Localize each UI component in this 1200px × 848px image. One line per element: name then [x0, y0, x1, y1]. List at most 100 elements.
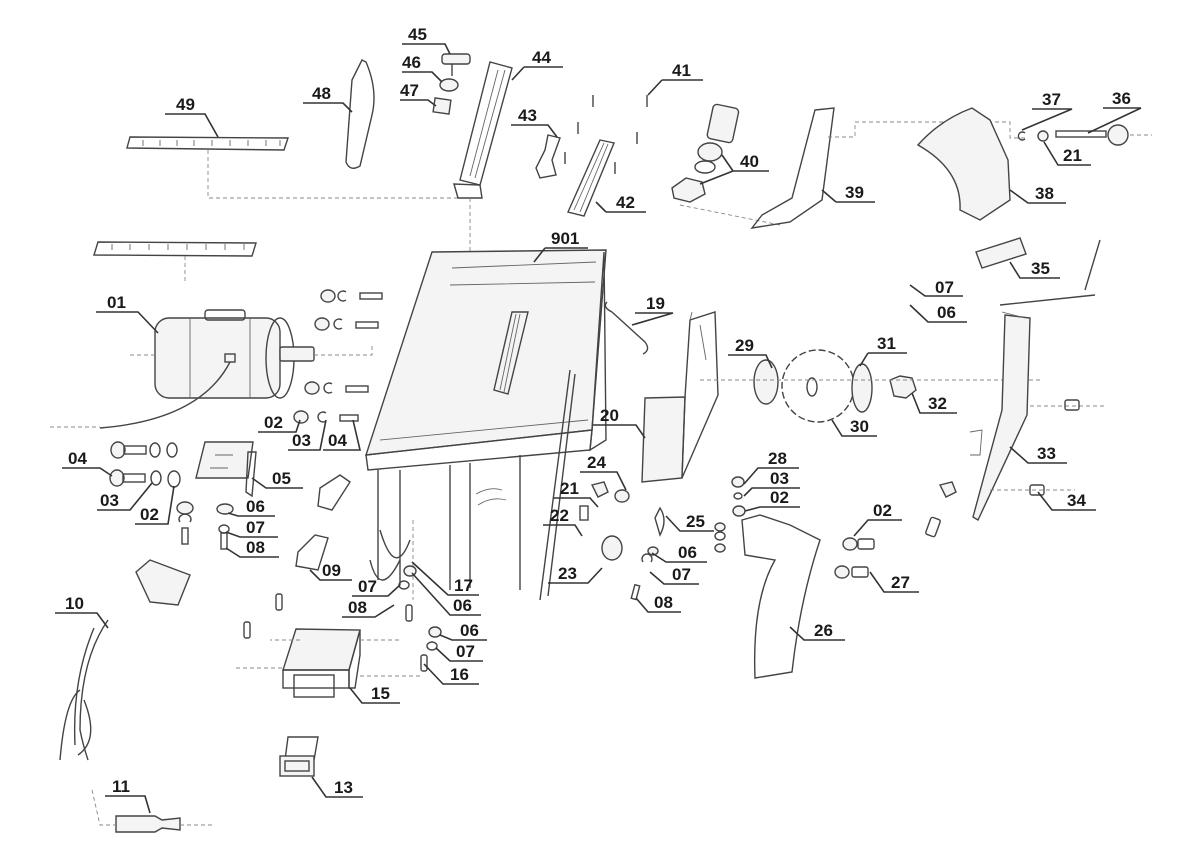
svg-text:17: 17: [454, 576, 473, 595]
callout-48: 48: [303, 84, 353, 113]
motor: [50, 309, 373, 429]
callout-29: 29: [728, 336, 773, 369]
callout-46: 46: [402, 53, 443, 83]
blade-guard: [916, 107, 1011, 221]
callout-39: 39: [821, 183, 875, 203]
svg-text:02: 02: [264, 413, 283, 432]
callout-45: 45: [402, 25, 451, 55]
callout-38: 38: [1009, 184, 1066, 204]
callout-06-left: 06: [227, 497, 275, 517]
svg-text:48: 48: [312, 84, 331, 103]
callout-30: 30: [831, 417, 877, 437]
svg-text:45: 45: [408, 25, 427, 44]
riving-knife: [345, 59, 375, 169]
callout-07-right: 07: [909, 278, 963, 297]
svg-text:06: 06: [453, 596, 472, 615]
svg-text:33: 33: [1037, 444, 1056, 463]
svg-text:07: 07: [246, 518, 265, 537]
svg-text:42: 42: [616, 193, 635, 212]
svg-text:03: 03: [292, 431, 311, 450]
callout-13: 13: [311, 776, 363, 798]
callout-36: 36: [1087, 89, 1142, 134]
callout-06-box1: 06: [411, 572, 481, 616]
svg-text:05: 05: [272, 469, 291, 488]
side-plate: [969, 239, 1105, 521]
svg-text:13: 13: [334, 778, 353, 797]
svg-text:03: 03: [100, 491, 119, 510]
svg-text:19: 19: [646, 294, 665, 313]
svg-text:32: 32: [928, 394, 947, 413]
svg-text:11: 11: [112, 777, 130, 796]
callout-04-motor: 04: [323, 419, 362, 451]
callout-17: 17: [411, 561, 479, 596]
svg-text:28: 28: [768, 449, 787, 468]
callout-05: 05: [251, 469, 303, 489]
callout-37: 37: [1021, 90, 1073, 131]
power-plug-cord: [59, 559, 191, 761]
svg-text:16: 16: [450, 665, 469, 684]
svg-text:901: 901: [551, 229, 579, 248]
blade-carrier: [641, 311, 719, 483]
callout-06-right: 06: [909, 303, 967, 323]
push-stick: [741, 514, 821, 679]
callout-31: 31: [859, 334, 907, 367]
saw-blade-assembly: [700, 349, 1040, 423]
svg-text:04: 04: [68, 449, 87, 468]
blade-guard-lower: [750, 107, 835, 229]
svg-text:27: 27: [891, 573, 910, 592]
callout-32: 32: [911, 392, 957, 414]
callout-02-motor: 02: [258, 413, 301, 433]
callout-06-box2: 06: [439, 621, 487, 641]
svg-text:35: 35: [1031, 259, 1050, 278]
callout-24: 24: [580, 453, 627, 491]
scale-ruler-top: [126, 136, 460, 199]
callout-23: 23: [548, 564, 603, 584]
callouts: 49 48 45 46 47 44 43 41 42 40 39 37 36 2…: [55, 25, 1142, 814]
svg-text:21: 21: [560, 479, 579, 498]
callout-28: 28: [743, 449, 799, 485]
switch-box: [236, 565, 442, 698]
svg-text:31: 31: [877, 334, 896, 353]
svg-text:04: 04: [328, 431, 347, 450]
callout-02-right: 02: [744, 488, 800, 512]
svg-text:39: 39: [845, 183, 864, 202]
svg-text:07: 07: [672, 565, 691, 584]
svg-text:09: 09: [322, 561, 341, 580]
svg-text:07: 07: [358, 577, 377, 596]
callout-33: 33: [1009, 444, 1067, 464]
callout-16: 16: [423, 663, 479, 685]
motor-screw-set: [293, 289, 383, 424]
spring: [604, 301, 649, 355]
fence-guide: [535, 134, 561, 179]
svg-text:29: 29: [735, 336, 754, 355]
callout-21-mid: 21: [553, 479, 599, 508]
callout-08-box: 08: [342, 598, 395, 618]
svg-text:46: 46: [402, 53, 421, 72]
svg-text:10: 10: [65, 594, 84, 613]
callout-10: 10: [55, 594, 109, 629]
svg-text:38: 38: [1035, 184, 1054, 203]
svg-text:06: 06: [937, 303, 956, 322]
svg-text:20: 20: [600, 406, 619, 425]
callout-26: 26: [789, 621, 845, 641]
callout-21-top: 21: [1043, 141, 1091, 166]
rip-fence: [453, 61, 513, 255]
svg-text:15: 15: [371, 684, 390, 703]
svg-text:43: 43: [518, 106, 537, 125]
callout-08-left: 08: [225, 538, 279, 558]
svg-text:02: 02: [873, 501, 892, 520]
callout-07-left: 07: [225, 518, 278, 538]
callout-02-bottom: 02: [853, 501, 902, 537]
callout-07-mid: 07: [649, 565, 699, 585]
svg-text:02: 02: [140, 505, 159, 524]
saw-table: [364, 249, 607, 601]
svg-text:22: 22: [550, 506, 569, 525]
svg-text:08: 08: [654, 593, 673, 612]
height-adjust-spindle: [671, 103, 781, 226]
svg-text:01: 01: [107, 293, 126, 312]
callout-41: 41: [647, 61, 703, 96]
callout-07-box2: 07: [435, 642, 483, 662]
callout-22: 22: [543, 506, 583, 537]
svg-text:03: 03: [770, 469, 789, 488]
